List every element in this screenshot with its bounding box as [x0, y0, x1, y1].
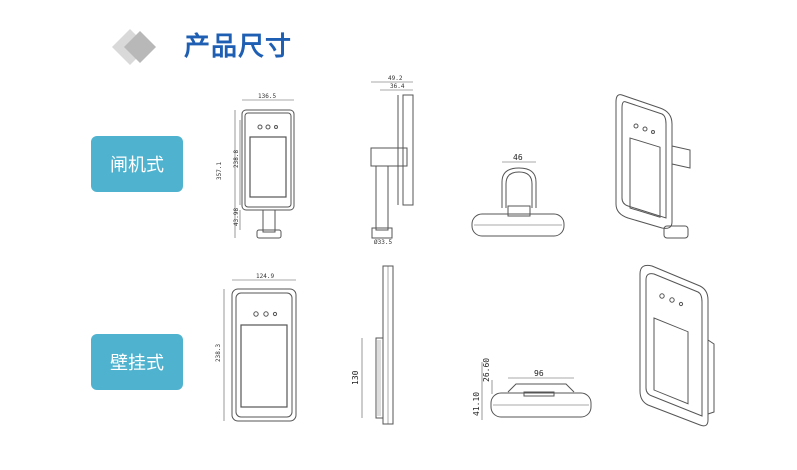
gate-top-view: [471, 161, 565, 237]
wall-side-view: [361, 265, 394, 425]
wall-perspective-view: [639, 264, 715, 427]
wall-front-view: [223, 279, 297, 422]
gate-perspective-view: [615, 94, 691, 239]
section-label-gate: 闸机式: [91, 136, 183, 192]
gate-side-width-inner-label: 36.4: [390, 83, 405, 90]
wall-front-width-label: 124.9: [256, 273, 274, 280]
section-label-wall: 壁挂式: [91, 334, 183, 390]
logo-diamond-icon: [112, 29, 156, 65]
wall-top-depth-small-label: 26.60: [482, 358, 491, 382]
gate-front-height-screen-label: 238.8: [233, 150, 240, 168]
gate-front-base-label: 43.98: [233, 208, 240, 226]
gate-side-base-label: Ø33.5: [374, 239, 392, 246]
page-title: 产品尺寸: [184, 32, 293, 62]
wall-front-height-label: 238.3: [215, 344, 222, 362]
gate-side-width-total-label: 49.2: [388, 75, 403, 82]
gate-front-width-label: 136.5: [258, 93, 276, 100]
gate-side-view: [370, 81, 414, 239]
gate-front-view: [234, 99, 295, 239]
wall-side-height-label: 130: [351, 370, 360, 385]
wall-top-depth-total-label: 41.10: [472, 392, 481, 416]
gate-top-width-label: 46: [513, 153, 523, 162]
wall-top-view: [481, 362, 592, 420]
wall-top-width-label: 96: [534, 369, 544, 378]
gate-front-height-total-label: 357.1: [216, 162, 223, 180]
